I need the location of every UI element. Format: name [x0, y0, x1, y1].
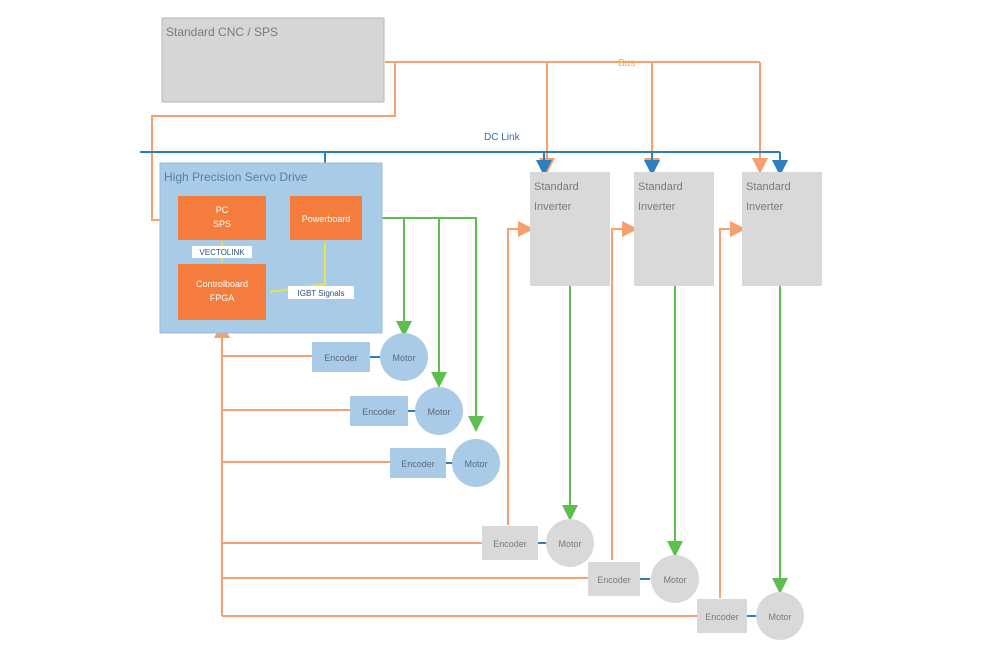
- encoder-box: [482, 526, 538, 560]
- bus-label: Bus: [618, 58, 635, 69]
- encoder-label: Encoder: [705, 612, 739, 622]
- power-lines: [362, 217, 788, 594]
- inverter-line2: Inverter: [534, 201, 572, 213]
- powerboard-block: Powerboard: [290, 196, 362, 240]
- motor-label: Motor: [558, 539, 581, 549]
- motor-label: Motor: [392, 353, 415, 363]
- cnc-label: Standard CNC / SPS: [166, 25, 278, 39]
- inverter-line1: Standard: [638, 181, 683, 193]
- encoder-label: Encoder: [324, 353, 358, 363]
- motor-circle: [756, 592, 804, 640]
- inverter-line1: Standard: [534, 181, 579, 193]
- servo-axis-2: Encoder Motor: [350, 387, 463, 435]
- encoder-box: [588, 562, 640, 596]
- encoder-label: Encoder: [401, 459, 435, 469]
- servo-axis-3: Encoder Motor: [390, 439, 500, 487]
- pc-sps-block: PC SPS: [178, 196, 266, 240]
- inverter-2: Standard Inverter: [634, 172, 714, 286]
- inverter-axis-3: Encoder Motor: [697, 592, 804, 640]
- inverter-axis-2: Encoder Motor: [588, 555, 699, 603]
- inverter-axis-1: Encoder Motor: [482, 519, 594, 567]
- encoder-box: [697, 599, 747, 633]
- inverter-3: Standard Inverter: [742, 172, 822, 286]
- motor-label: Motor: [427, 407, 450, 417]
- controlboard-label: Controlboard: [196, 279, 248, 289]
- inverter-line2: Inverter: [638, 201, 676, 213]
- igbt-badge: [288, 286, 354, 299]
- controlboard-block: Controlboard FPGA: [178, 264, 266, 320]
- motor-label: Motor: [464, 459, 487, 469]
- motor-circle: [452, 439, 500, 487]
- encoder-box: [390, 448, 446, 478]
- servo-axis-1: Encoder Motor: [312, 333, 428, 381]
- igbt-label: IGBT Signals: [298, 289, 345, 298]
- vectolink-label: VECTOLINK: [199, 248, 245, 257]
- pc-label: PC: [216, 205, 229, 215]
- fpga-label: FPGA: [210, 293, 235, 303]
- inverter-line2: Inverter: [746, 201, 784, 213]
- servo-drive-panel: High Precision Servo Drive PC SPS Powerb…: [159, 162, 383, 334]
- motor-circle: [380, 333, 428, 381]
- motor-circle: [546, 519, 594, 567]
- motor-label: Motor: [663, 575, 686, 585]
- bus-lines: [151, 61, 768, 617]
- powerboard-label: Powerboard: [302, 214, 351, 224]
- servo-drive-title: High Precision Servo Drive: [164, 170, 308, 184]
- dc-link-label: DC Link: [484, 132, 521, 143]
- encoder-box: [312, 342, 370, 372]
- cnc-box: Standard CNC / SPS: [161, 17, 385, 103]
- motor-label: Motor: [768, 612, 791, 622]
- encoder-box: [350, 396, 408, 426]
- encoder-label: Encoder: [362, 407, 396, 417]
- inverter-1: Standard Inverter: [530, 172, 610, 286]
- sps-label: SPS: [213, 219, 231, 229]
- encoder-label: Encoder: [493, 539, 527, 549]
- motor-circle: [415, 387, 463, 435]
- motor-circle: [651, 555, 699, 603]
- vectolink-badge: [192, 246, 252, 258]
- inverter-line1: Standard: [746, 181, 791, 193]
- encoder-label: Encoder: [597, 575, 631, 585]
